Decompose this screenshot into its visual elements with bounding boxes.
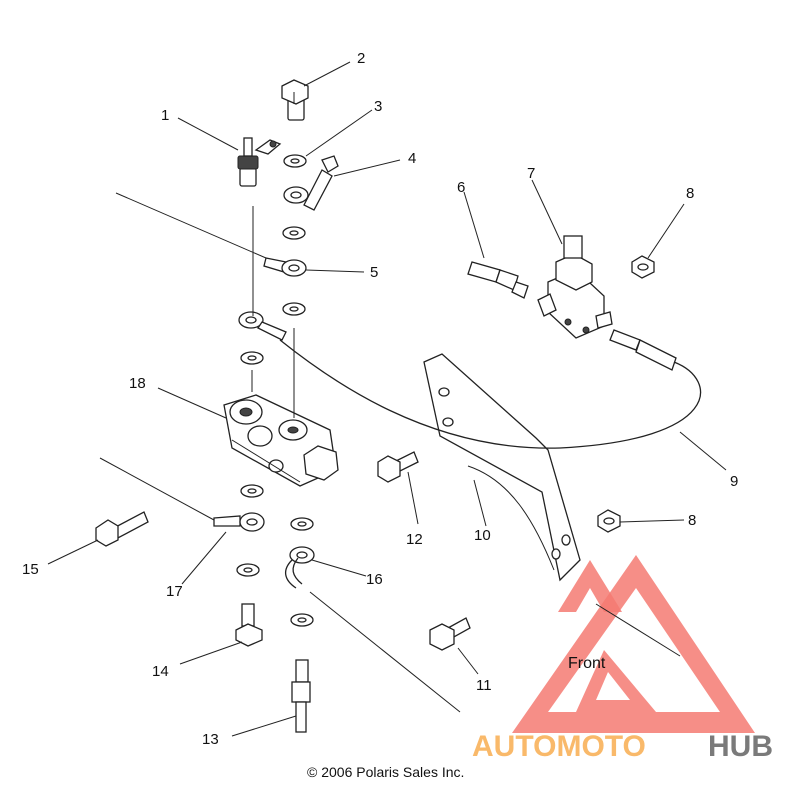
watermark-logo [512,555,755,733]
callout-18: 18 [129,375,146,392]
callout-5: 5 [370,264,378,281]
watermark-inner-shape [576,650,656,712]
part-10-bracket [423,353,581,582]
callout-2: 2 [357,50,365,67]
callout-7: 7 [527,165,535,182]
front-direction-label: Front [568,655,606,672]
callout-15: 15 [22,561,39,578]
callout-11: 11 [476,677,492,694]
part-13-stud [291,659,311,733]
callout-4: 4 [408,150,416,167]
callout-14: 14 [152,663,169,680]
part-12-bolt [377,451,419,483]
copyright-text: © 2006 Polaris Sales Inc. [307,764,464,780]
alignment-lines [99,192,681,713]
watermark-triangle [512,555,755,733]
part-15-bolt [95,511,149,547]
part-9-brake-line [279,329,702,449]
callout-17: 17 [166,583,183,600]
part-16-banjo-hose [285,546,315,589]
callout-labels: 1 2 3 4 5 6 7 8 8 9 10 11 12 13 14 15 16… [22,50,738,748]
banjo-left-upper [238,311,287,341]
part-18-valve-body [223,394,339,487]
callout-16: 16 [366,571,383,588]
callout-10: 10 [474,527,491,544]
callout-13: 13 [202,731,219,748]
part-6-fitting [467,261,529,299]
callout-8-upper: 8 [686,185,694,202]
part-7-valve [537,235,613,339]
leader-lines [47,61,727,737]
part-17-banjo [213,512,265,532]
watermark-text-automoto: AUTOMOTO [472,730,646,763]
callout-1: 1 [161,107,169,124]
callout-8-lower: 8 [688,512,696,529]
callout-12: 12 [406,531,423,548]
callout-6: 6 [457,179,465,196]
part-5-banjo-fitting [263,257,307,277]
part-14-bleeder [235,603,263,647]
callout-9: 9 [730,473,738,490]
watermark-left-arm [558,560,622,612]
washers-left-column [236,351,264,577]
part-8-nut-upper [631,255,655,279]
part-11-bolt [429,617,471,651]
callout-3: 3 [374,98,382,115]
part-2-banjo-bolt [281,79,309,121]
part-1-pressure-switch [237,137,282,187]
part-8-nut-lower [597,509,621,533]
part-4-banjo-hose [283,155,339,211]
washers-right-column [282,154,314,627]
watermark-text-hub: HUB [708,730,773,763]
